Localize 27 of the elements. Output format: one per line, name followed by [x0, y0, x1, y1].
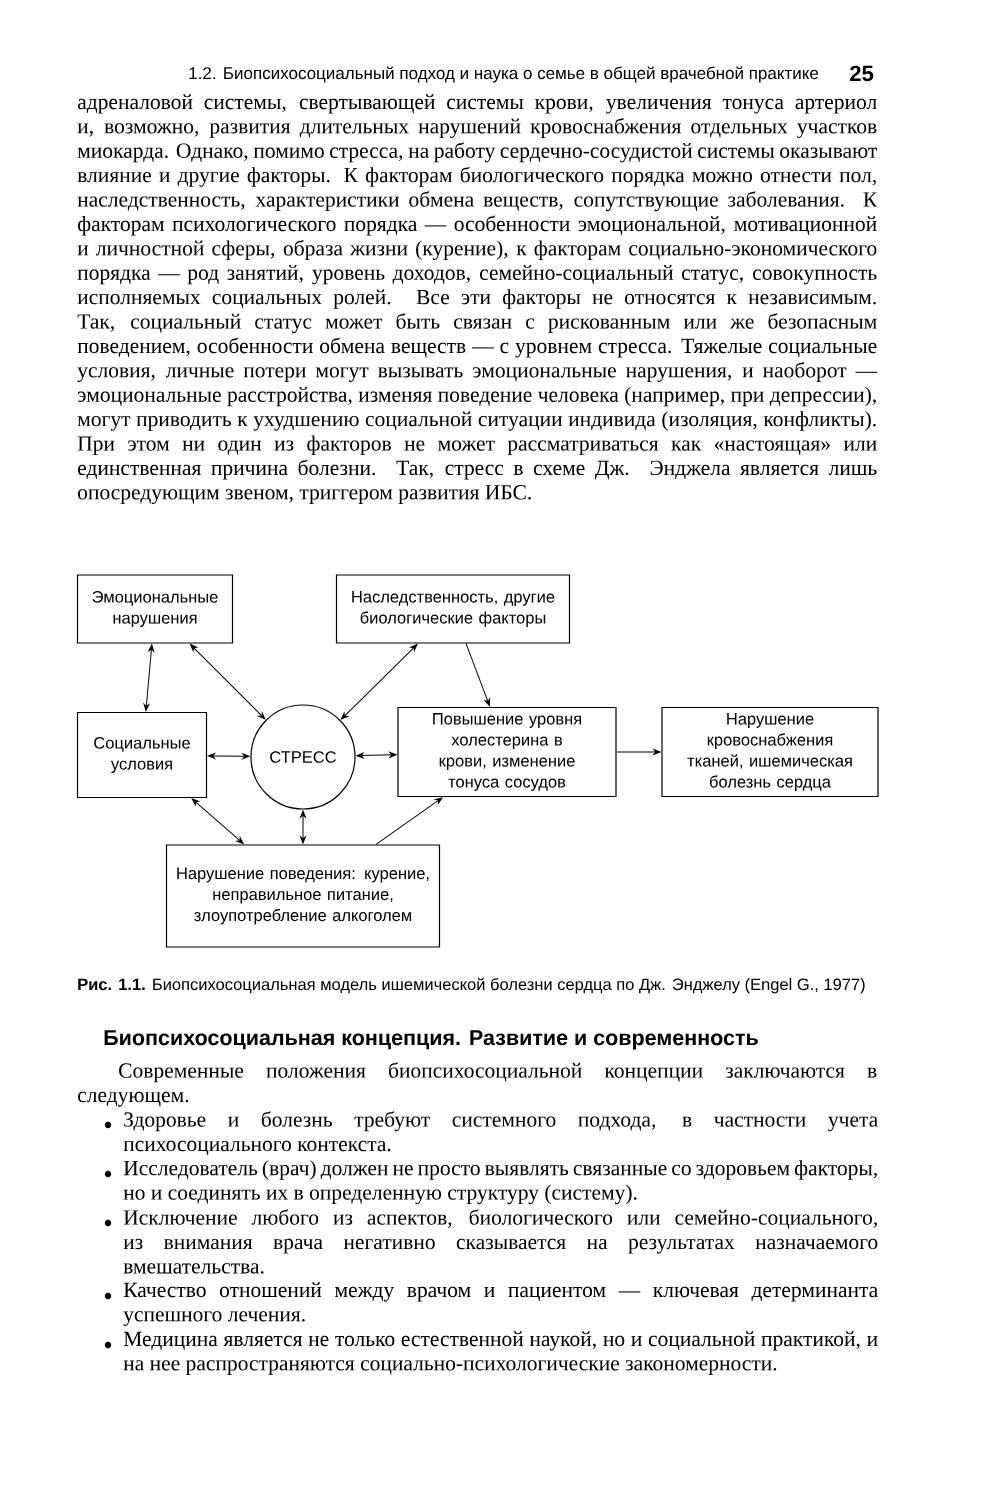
figure-caption: Рис. 1.1. Биопсихосоциальная модель ишемической болезни сердца по Дж. Энджелу (Engel G., 1977) — [78, 977, 865, 994]
bullet-item: Исследователь (врач) должен не просто выявлять связанные со здоровьем факторы, но и соединять их в определенную структуру (систему). — [123, 1160, 877, 1205]
arrow — [616, 749, 661, 755]
bullet-item: Медицина является не только естественной наукой, но и социальной практикой, и на нее распространяются социально-психологические закономерности. — [123, 1331, 878, 1375]
arrow — [356, 752, 397, 759]
section-heading: Биопсихосоциальная концепция. Развитие и современность — [104, 1030, 758, 1050]
process-box: Нарушение кровоснабжения тканей, ишемическая болезнь сердца — [661, 706, 879, 798]
arrow — [300, 810, 306, 844]
arrow — [208, 753, 250, 760]
bullet-item: Качество отношений между врачом и пациентом — ключевая детерминанта успешного лечения. — [123, 1282, 878, 1326]
page-number: 25 — [850, 65, 874, 82]
process-box: Наследственность, другие биологические факторы — [335, 574, 571, 644]
arrow — [191, 798, 244, 844]
process-box: Эмоциональные нарушения — [76, 574, 234, 644]
running-header: 1.2. Биопсихосоциальный подход и наука о семье в общей врачебной практике — [189, 66, 819, 83]
bullet-item: Здоровье и болезнь требуют системного подхода, в частности учета психосоциального контекста. — [123, 1111, 878, 1156]
arrow — [465, 643, 491, 707]
process-box: Повышение уровня холестерина в крови, изменение тонуса сосудов — [397, 706, 617, 798]
process-box: Социальные условия — [76, 711, 208, 799]
arrow — [375, 797, 443, 845]
process-box: Нарушение поведения: курение, неправильное питание, злоупотребление алкоголем — [165, 844, 441, 948]
paragraph: адреналовой системы, свертывающей системы крови, увеличения тонуса артериол и, возможно, развития длительных нарушений кровоснабжения отдельных участков миокарда. Однако, помимо стресса, на работу сердечно-сосудистой системы оказывают влияние и другие факторы. К факторам биологического порядка можно отнести пол, наследственность, характеристики обмена веществ, сопутствующие заболевания. К факторам психологического порядка — особенности эмоциональной, мотивационной и личностной сферы, образа жизни (курение), к факторам социально-экономического порядка — род занятий, уровень доходов, семейно-социальный статус, совокупность исполняемых социальных ролей. Все эти факторы не относятся к независимым. Так, социальный статус может быть связан с рискованным или же безопасным поведением, особенности обмена веществ — с уровнем стресса. Тяжелые социальные условия, личные потери могут вызывать эмоциональные нарушения, и наоборот — эмоциональные расстройства, изменяя поведение человека (например, при депрессии), могут приводить к ухудшению социальной ситуации индивида (изоляция, конфликты). При этом ни один из факторов не может рассматриваться как «настоящая» или единственная причина болезни. Так, стресс в схеме Дж. Энджела является лишь опосредующим звеном, триггером развития ИБС. — [77, 94, 878, 504]
arrow — [340, 644, 418, 720]
arrow — [143, 644, 155, 712]
paragraph: Современные положения биопсихосоциальной концепции заключаются в следующем. — [78, 1062, 877, 1107]
arrow — [190, 644, 266, 720]
bullet-item: Исключение любого из аспектов, биологического или семейно-социального, из внимания врача негативно сказывается на результатах назначаемого вмешательства. — [123, 1209, 878, 1274]
